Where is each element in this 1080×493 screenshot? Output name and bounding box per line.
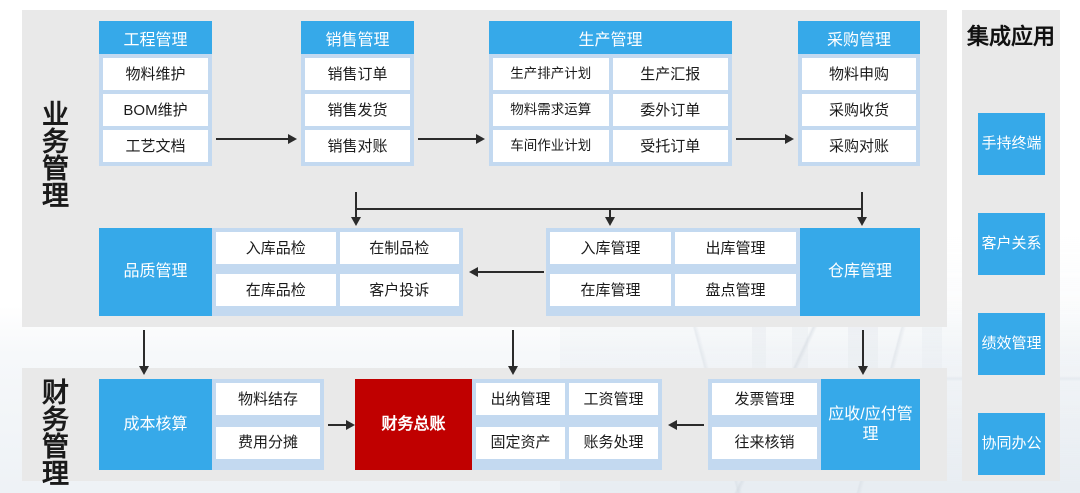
card-production-body: 生产排产计划 生产汇报 物料需求运算 委外订单 车间作业计划 受托订单: [489, 54, 732, 166]
app-chip-handheld-terminal[interactable]: 手持终端: [978, 113, 1045, 175]
connector-bus-arrow-sales: [351, 217, 361, 226]
connector-cost-to-ledger-line: [328, 424, 348, 426]
connector-payable-to-ledger-arrow: [668, 420, 677, 430]
card-quality[interactable]: 品质管理 入库品检 在制品检 在库品检 客户投诉: [99, 228, 463, 316]
connector-warehouse-to-quality-line: [478, 271, 544, 273]
connector-quality-to-cost-arrow: [139, 366, 149, 375]
item-material-requisition[interactable]: 物料申购: [802, 58, 916, 90]
item-fixed-assets[interactable]: 固定资产: [476, 426, 565, 459]
connector-warehouse-to-payable-arrow: [858, 366, 868, 375]
connector-engineering-to-sales-arrow: [288, 134, 297, 144]
connector-warehouse-to-ledger-line: [512, 330, 514, 368]
connector-bus-down-sales: [355, 208, 357, 219]
integrated-apps-title: 集成应用: [966, 24, 1055, 49]
connector-bus-arrow-production: [605, 217, 615, 226]
card-cost-accounting[interactable]: 成本核算 物料结存 费用分摊: [99, 379, 324, 470]
item-accounting-processing[interactable]: 账务处理: [569, 426, 658, 459]
card-sales-title: 销售管理: [301, 21, 414, 54]
item-payroll-management[interactable]: 工资管理: [569, 383, 658, 415]
item-outbound-management[interactable]: 出库管理: [675, 232, 796, 264]
card-sales[interactable]: 销售管理 销售订单 销售发货 销售对账: [301, 21, 414, 166]
card-engineering[interactable]: 工程管理 物料维护 BOM维护 工艺文档: [99, 21, 212, 166]
item-outsourced-order[interactable]: 委外订单: [612, 94, 728, 126]
card-production-title: 生产管理: [489, 21, 732, 54]
item-inbound-management[interactable]: 入库管理: [550, 232, 671, 264]
item-invoice-management[interactable]: 发票管理: [712, 383, 817, 415]
connector-bus-down-purchase: [861, 192, 863, 219]
item-cashier-management[interactable]: 出纳管理: [476, 383, 565, 415]
item-workshop-plan[interactable]: 车间作业计划: [493, 130, 609, 162]
connector-production-to-purchase-arrow: [785, 134, 794, 144]
card-quality-title: 品质管理: [99, 228, 212, 316]
item-production-schedule[interactable]: 生产排产计划: [493, 58, 609, 90]
card-receivable-payable-title: 应收/应付管理: [821, 379, 920, 470]
item-wip-inspection[interactable]: 在制品检: [339, 232, 459, 264]
item-entrusted-order[interactable]: 受托订单: [612, 130, 728, 162]
connector-warehouse-to-payable-line: [862, 330, 864, 368]
item-purchase-receipt[interactable]: 采购收货: [802, 94, 916, 126]
card-cost-accounting-body: 物料结存 费用分摊: [212, 379, 324, 470]
connector-warehouse-to-ledger-arrow: [508, 366, 518, 375]
card-general-ledger[interactable]: 财务总账 出纳管理 工资管理 固定资产 账务处理: [355, 379, 662, 470]
connector-bus-down-production: [609, 208, 611, 219]
item-expense-allocation[interactable]: 费用分摊: [216, 426, 320, 459]
finance-section-label: 财务管理: [38, 378, 68, 486]
item-purchase-reconciliation[interactable]: 采购对账: [802, 130, 916, 162]
item-bom-maintenance[interactable]: BOM维护: [103, 94, 208, 126]
card-production[interactable]: 生产管理 生产排产计划 生产汇报 物料需求运算 委外订单 车间作业计划 受托订单: [489, 21, 732, 166]
connector-sales-to-production-line: [418, 138, 476, 140]
connector-engineering-to-sales-line: [216, 138, 288, 140]
item-mrp[interactable]: 物料需求运算: [493, 94, 609, 126]
connector-payable-to-ledger-line: [677, 424, 704, 426]
item-stock-management[interactable]: 在库管理: [550, 274, 671, 306]
card-purchase-body: 物料申购 采购收货 采购对账: [798, 54, 920, 166]
card-general-ledger-title: 财务总账: [355, 379, 472, 470]
connector-production-to-purchase-line: [736, 138, 785, 140]
card-cost-accounting-title: 成本核算: [99, 379, 212, 470]
item-material-maintenance[interactable]: 物料维护: [103, 58, 208, 90]
item-inbound-inspection[interactable]: 入库品检: [216, 232, 336, 264]
item-sales-order[interactable]: 销售订单: [305, 58, 410, 90]
card-quality-body: 入库品检 在制品检 在库品检 客户投诉: [212, 228, 463, 316]
connector-cost-to-ledger-arrow: [346, 420, 355, 430]
card-sales-body: 销售订单 销售发货 销售对账: [301, 54, 414, 166]
connector-sales-to-production-arrow: [476, 134, 485, 144]
item-customer-complaint[interactable]: 客户投诉: [339, 274, 459, 306]
card-warehouse[interactable]: 入库管理 出库管理 在库管理 盘点管理 仓库管理: [546, 228, 920, 316]
item-stocktaking-management[interactable]: 盘点管理: [675, 274, 796, 306]
card-purchase[interactable]: 采购管理 物料申购 采购收货 采购对账: [798, 21, 920, 166]
item-material-balance[interactable]: 物料结存: [216, 383, 320, 415]
item-stock-inspection[interactable]: 在库品检: [216, 274, 336, 306]
card-engineering-title: 工程管理: [99, 21, 212, 54]
item-sales-reconciliation[interactable]: 销售对账: [305, 130, 410, 162]
connector-warehouse-to-quality-arrow: [469, 267, 478, 277]
app-chip-customer-relations[interactable]: 客户关系: [978, 213, 1045, 275]
item-process-document[interactable]: 工艺文档: [103, 130, 208, 162]
business-section-label: 业务管理: [38, 100, 68, 208]
card-engineering-body: 物料维护 BOM维护 工艺文档: [99, 54, 212, 166]
app-chip-collaborative-office[interactable]: 协同办公: [978, 413, 1045, 475]
connector-bus-arrow-purchase: [857, 217, 867, 226]
connector-quality-to-cost-line: [143, 330, 145, 368]
card-purchase-title: 采购管理: [798, 21, 920, 54]
item-production-report[interactable]: 生产汇报: [612, 58, 728, 90]
item-sales-delivery[interactable]: 销售发货: [305, 94, 410, 126]
card-warehouse-title: 仓库管理: [800, 228, 920, 316]
connector-bus-stub-sales: [355, 192, 357, 209]
card-receivable-payable-body: 发票管理 往来核销: [708, 379, 821, 470]
card-general-ledger-body: 出纳管理 工资管理 固定资产 账务处理: [472, 379, 662, 470]
card-warehouse-body: 入库管理 出库管理 在库管理 盘点管理: [546, 228, 800, 316]
card-receivable-payable[interactable]: 发票管理 往来核销 应收/应付管理: [708, 379, 920, 470]
item-settlement-writeoff[interactable]: 往来核销: [712, 426, 817, 459]
app-chip-performance-management[interactable]: 绩效管理: [978, 313, 1045, 375]
